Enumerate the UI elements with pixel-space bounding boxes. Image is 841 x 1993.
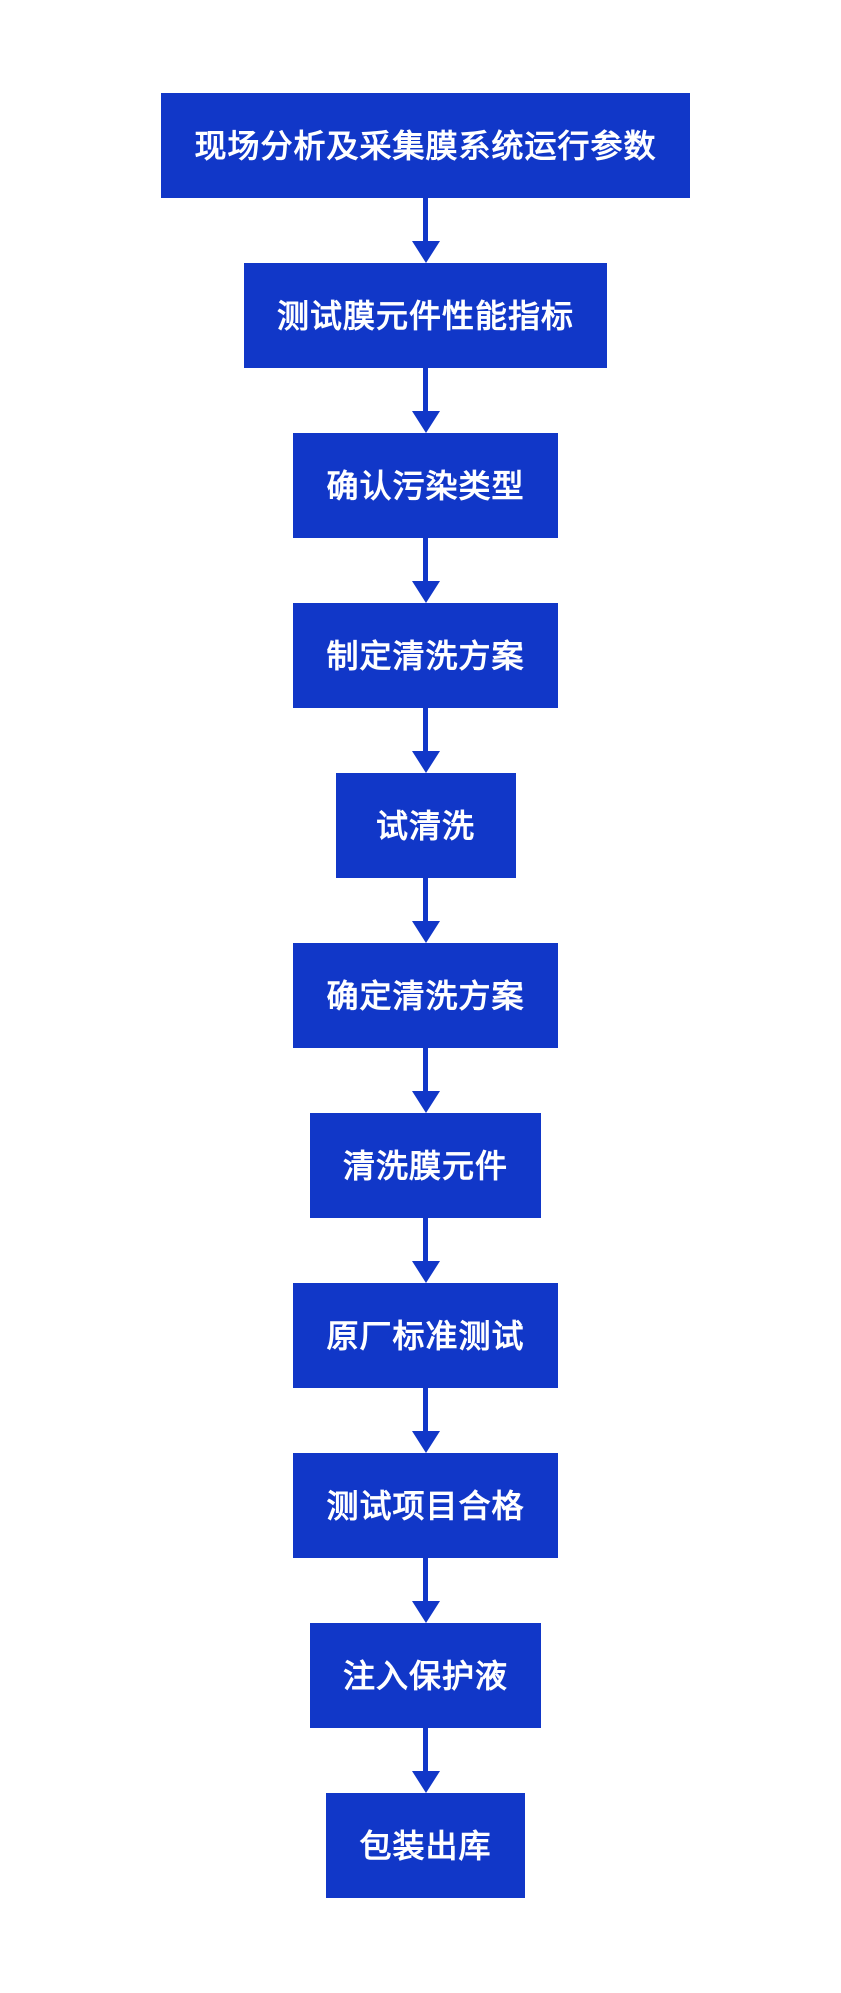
arrow-down-icon	[411, 1601, 440, 1623]
flow-step-box-7: 清洗膜元件	[309, 1113, 541, 1218]
flow-step-box-2: 测试膜元件性能指标	[243, 263, 607, 368]
flow-step-box-1: 现场分析及采集膜系统运行参数	[161, 93, 690, 198]
arrow-line	[423, 368, 428, 411]
arrow-down-icon	[411, 1091, 440, 1113]
arrow-down-icon	[411, 1771, 440, 1793]
down-arrow-connector	[411, 878, 440, 943]
flow-step-label: 测试项目合格	[326, 1487, 525, 1524]
flow-step-label: 制定清洗方案	[326, 637, 525, 674]
flow-step-label: 包装出库	[359, 1827, 492, 1864]
arrow-down-icon	[411, 241, 440, 263]
arrow-down-icon	[411, 1431, 440, 1453]
flow-step-box-4: 制定清洗方案	[293, 603, 558, 708]
arrow-line	[423, 198, 428, 241]
arrow-line	[423, 1218, 428, 1261]
flow-step-label: 试清洗	[375, 807, 475, 844]
flow-step-label: 注入保护液	[342, 1657, 508, 1694]
down-arrow-connector	[411, 368, 440, 433]
arrow-line	[423, 878, 428, 921]
arrow-line	[423, 1388, 428, 1431]
arrow-down-icon	[411, 751, 440, 773]
arrow-down-icon	[411, 581, 440, 603]
arrow-line	[423, 1728, 428, 1771]
arrow-line	[423, 1048, 428, 1091]
flow-step-label: 确认污染类型	[326, 467, 525, 504]
flow-step-box-8: 原厂标准测试	[293, 1283, 558, 1388]
arrow-down-icon	[411, 411, 440, 433]
flow-step-box-9: 测试项目合格	[293, 1453, 558, 1558]
flow-step-box-6: 确定清洗方案	[293, 943, 558, 1048]
arrow-down-icon	[411, 921, 440, 943]
flow-step-label: 确定清洗方案	[326, 977, 525, 1014]
down-arrow-connector	[411, 1048, 440, 1113]
down-arrow-connector	[411, 1388, 440, 1453]
flow-step-label: 现场分析及采集膜系统运行参数	[194, 127, 657, 164]
arrow-line	[423, 1558, 428, 1601]
flow-step-label: 清洗膜元件	[342, 1147, 508, 1184]
flow-step-box-11: 包装出库	[326, 1793, 525, 1898]
membrane-cleaning-flowchart: 现场分析及采集膜系统运行参数测试膜元件性能指标确认污染类型制定清洗方案试清洗确定…	[5, 93, 841, 1898]
down-arrow-connector	[411, 708, 440, 773]
flow-step-box-5: 试清洗	[335, 773, 516, 878]
down-arrow-connector	[411, 1218, 440, 1283]
down-arrow-connector	[411, 198, 440, 263]
flow-step-label: 原厂标准测试	[326, 1317, 525, 1354]
arrow-down-icon	[411, 1261, 440, 1283]
down-arrow-connector	[411, 538, 440, 603]
flow-step-label: 测试膜元件性能指标	[276, 297, 574, 334]
flow-step-box-3: 确认污染类型	[293, 433, 558, 538]
arrow-line	[423, 708, 428, 751]
down-arrow-connector	[411, 1728, 440, 1793]
flow-step-box-10: 注入保护液	[309, 1623, 541, 1728]
arrow-line	[423, 538, 428, 581]
down-arrow-connector	[411, 1558, 440, 1623]
